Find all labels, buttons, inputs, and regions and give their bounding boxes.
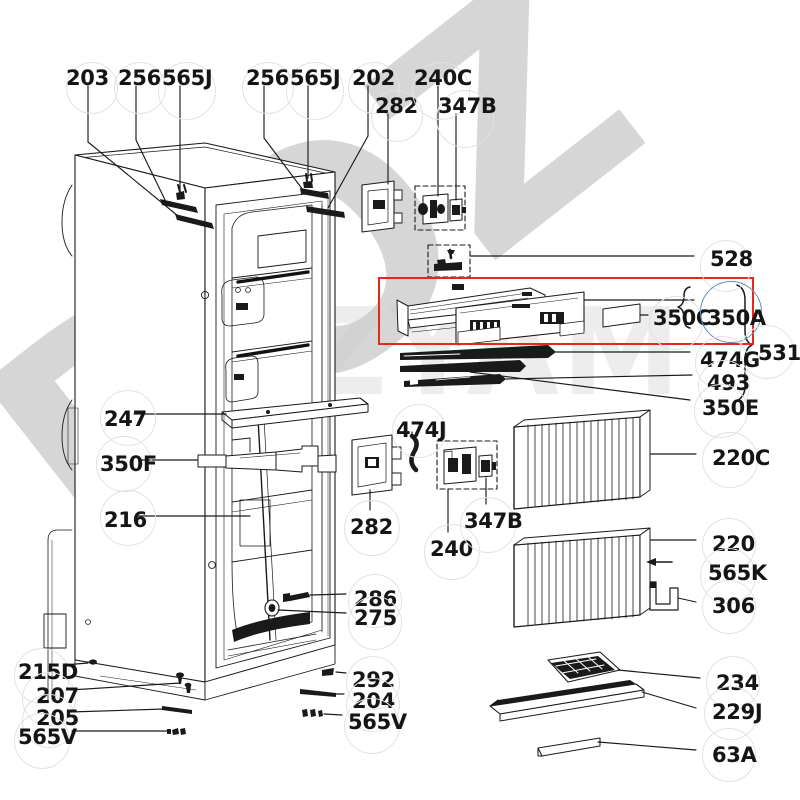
- callout-label-347B[interactable]: 347B: [438, 94, 497, 118]
- callout-bubble-220C[interactable]: [702, 432, 758, 488]
- callout-label-275[interactable]: 275: [354, 606, 397, 630]
- callout-label-350E[interactable]: 350E: [702, 396, 759, 420]
- callout-label-531[interactable]: 531: [758, 341, 800, 365]
- callout-label-565V[interactable]: 565V: [18, 725, 77, 749]
- callout-label-282[interactable]: 282: [375, 94, 418, 118]
- callout-bubble-240[interactable]: [424, 524, 480, 580]
- part-282-middle: [351, 434, 402, 496]
- callout-bubble-216[interactable]: [100, 490, 156, 546]
- callout-label-282[interactable]: 282: [350, 515, 393, 539]
- part-234-ice-tray: [547, 651, 621, 683]
- callout-label-247[interactable]: 247: [104, 407, 147, 431]
- part-282-top: [361, 180, 403, 233]
- callout-label-474J[interactable]: 474J: [396, 418, 447, 442]
- callout-bubble-565J[interactable]: [158, 62, 216, 120]
- assembly-528: [427, 244, 471, 278]
- callout-label-350F[interactable]: 350F: [100, 452, 157, 476]
- callout-label-202[interactable]: 202: [352, 66, 395, 90]
- callout-label-565V[interactable]: 565V: [348, 710, 407, 734]
- part-565K-306: [646, 558, 679, 611]
- callout-bubble-474J[interactable]: [392, 404, 446, 458]
- part-220C-evaporator: [513, 409, 651, 510]
- assembly-240C-347B: [414, 185, 466, 231]
- callout-label-229J[interactable]: 229J: [712, 700, 763, 724]
- callout-bubble-282[interactable]: [344, 500, 400, 556]
- callout-bubble-63A[interactable]: [702, 728, 756, 782]
- top-hardware-parts: [160, 173, 345, 229]
- parts-286-275: [264, 592, 310, 617]
- callout-label-306[interactable]: 306: [712, 594, 755, 618]
- callout-label-63A[interactable]: 63A: [712, 743, 757, 767]
- callout-bubble-347B[interactable]: [436, 90, 494, 148]
- callout-bubble-347B[interactable]: [460, 497, 516, 553]
- callout-bubble-565V[interactable]: [14, 713, 70, 769]
- callout-bubble-275[interactable]: [348, 596, 402, 650]
- callout-label-256[interactable]: 256: [118, 66, 161, 90]
- callout-label-528[interactable]: 528: [710, 247, 753, 271]
- callout-label-347B[interactable]: 347B: [464, 509, 523, 533]
- parts-bottom-middle: [300, 668, 336, 717]
- callout-label-240C[interactable]: 240C: [414, 66, 473, 90]
- callout-label-350C[interactable]: 350C: [653, 306, 712, 330]
- part-229J-shelf: [489, 680, 645, 722]
- callout-bubble-306[interactable]: [702, 580, 756, 634]
- trim-strips: [400, 345, 556, 387]
- callout-label-216[interactable]: 216: [104, 508, 147, 532]
- callout-label-220C[interactable]: 220C: [712, 446, 771, 470]
- part-350F-rail: [197, 437, 337, 473]
- part-63A-strip: [537, 737, 601, 757]
- part-220-evaporator: [513, 527, 651, 628]
- callout-label-565J[interactable]: 565J: [290, 66, 341, 90]
- callout-label-203[interactable]: 203: [66, 66, 109, 90]
- callout-label-565J[interactable]: 565J: [162, 66, 213, 90]
- assembly-240-347B: [436, 440, 498, 490]
- parts-bottom-left: [89, 659, 192, 735]
- callout-label-350A[interactable]: 350A: [707, 306, 766, 330]
- callout-bubble-282[interactable]: [371, 90, 423, 142]
- callout-bubble-565V[interactable]: [344, 698, 400, 754]
- assembly-350A-control-panel: [396, 284, 641, 346]
- callout-label-565K[interactable]: 565K: [708, 561, 767, 585]
- callout-label-256[interactable]: 256: [246, 66, 289, 90]
- callout-label-240[interactable]: 240: [430, 537, 473, 561]
- part-247-shelf: [221, 397, 369, 429]
- callout-bubble-565J[interactable]: [286, 62, 344, 120]
